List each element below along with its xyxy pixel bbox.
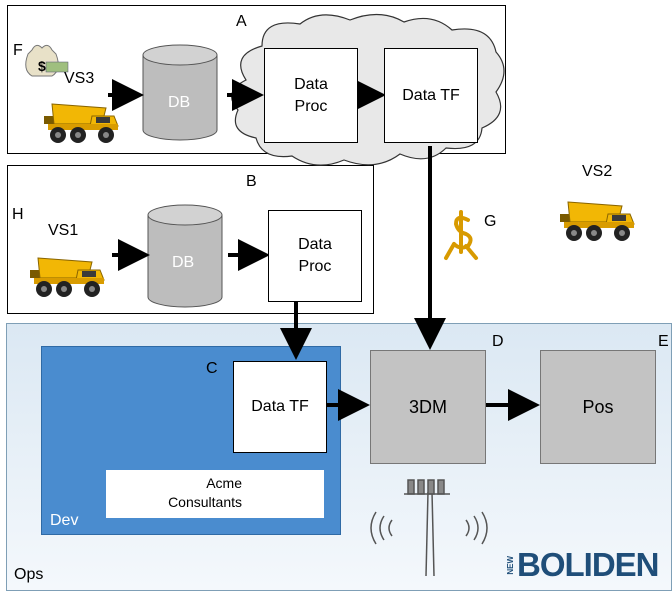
data-tf-box-a: Data TF	[384, 48, 478, 143]
letter-h: H	[12, 206, 24, 223]
boliden-wordmark: BOLIDEN	[517, 546, 659, 583]
acme-line2: Consultants	[168, 494, 242, 510]
data-proc-box-b: Data Proc	[268, 210, 362, 302]
boliden-new-prefix: NEW	[506, 555, 515, 575]
data-tf-label: Data TF	[402, 86, 460, 104]
data-proc-line2: Proc	[294, 97, 328, 115]
vs2-label: VS2	[582, 163, 613, 180]
ops-label: Ops	[14, 566, 44, 583]
model-3dm-box: 3DM	[370, 350, 486, 464]
data-proc-line1: Data	[294, 75, 328, 93]
letter-f: F	[13, 42, 23, 59]
data-tf-box-c: Data TF	[233, 361, 327, 453]
letter-d: D	[492, 333, 504, 350]
dump-truck-icon	[559, 201, 635, 242]
dump-truck-icon	[43, 103, 119, 144]
pos-box: Pos	[540, 350, 656, 464]
acme-box	[106, 470, 324, 518]
letter-e: E	[658, 333, 669, 350]
dev-label: Dev	[50, 512, 79, 529]
db-cylinder-b	[147, 204, 223, 308]
antenna-tower-icon	[370, 479, 488, 577]
db-label-b: DB	[172, 254, 195, 271]
model-3dm-label: 3DM	[408, 397, 447, 417]
letter-c: C	[206, 360, 218, 377]
letter-g: G	[484, 213, 497, 230]
db-label-a: DB	[168, 94, 191, 111]
acme-line1: Acme	[206, 475, 242, 491]
db-cylinder-a	[142, 44, 218, 141]
vs1-label: VS1	[48, 222, 79, 239]
letter-b: B	[246, 173, 257, 190]
acme-label: Acme Consultants	[150, 474, 242, 512]
pos-label: Pos	[582, 397, 614, 417]
dump-truck-icon	[29, 257, 105, 298]
data-proc-line2: Proc	[298, 258, 332, 275]
data-tf-label: Data TF	[251, 398, 309, 415]
data-proc-line1: Data	[298, 236, 332, 253]
vs3-label: VS3	[64, 70, 95, 87]
letter-a: A	[236, 13, 247, 30]
boliden-logo: NEW BOLIDEN	[506, 546, 659, 583]
money-bag-icon	[25, 44, 69, 77]
running-dollar-icon	[444, 210, 478, 260]
data-proc-box-a: Data Proc	[264, 48, 358, 143]
